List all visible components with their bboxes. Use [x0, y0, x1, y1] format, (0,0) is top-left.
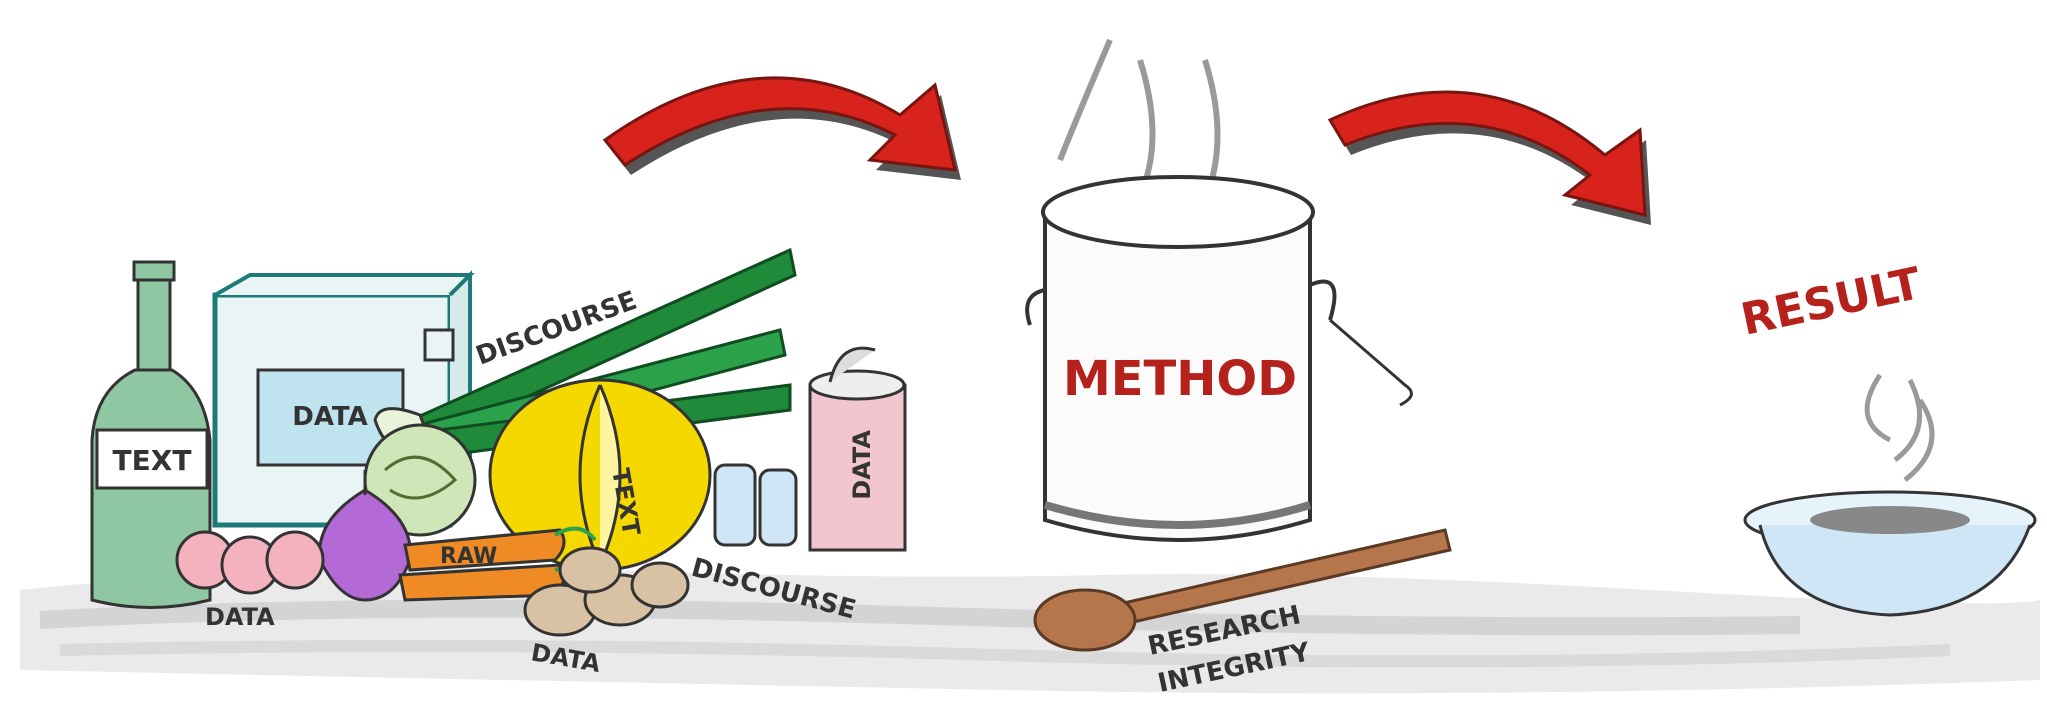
carrot-label: RAW	[440, 544, 497, 569]
bottle-label: TEXT	[113, 444, 192, 477]
arrow-to-method	[602, 76, 961, 180]
method-pot: METHOD	[1025, 38, 1413, 542]
onion	[318, 470, 412, 602]
shakers	[713, 463, 798, 547]
can-label: DATA	[848, 430, 876, 500]
tomatoes: DATA	[175, 530, 325, 631]
pumpkin: TEXT	[488, 378, 712, 572]
arrow-to-result	[1327, 90, 1651, 225]
table-surface	[20, 567, 2040, 694]
method-label: METHOD	[1063, 351, 1297, 407]
result-bowl: RESULT	[1737, 258, 2037, 617]
tomatoes-label: DATA	[205, 603, 275, 631]
result-label: RESULT	[1737, 258, 1926, 346]
box-label: DATA	[292, 402, 368, 432]
data-can: DATA	[808, 346, 907, 552]
